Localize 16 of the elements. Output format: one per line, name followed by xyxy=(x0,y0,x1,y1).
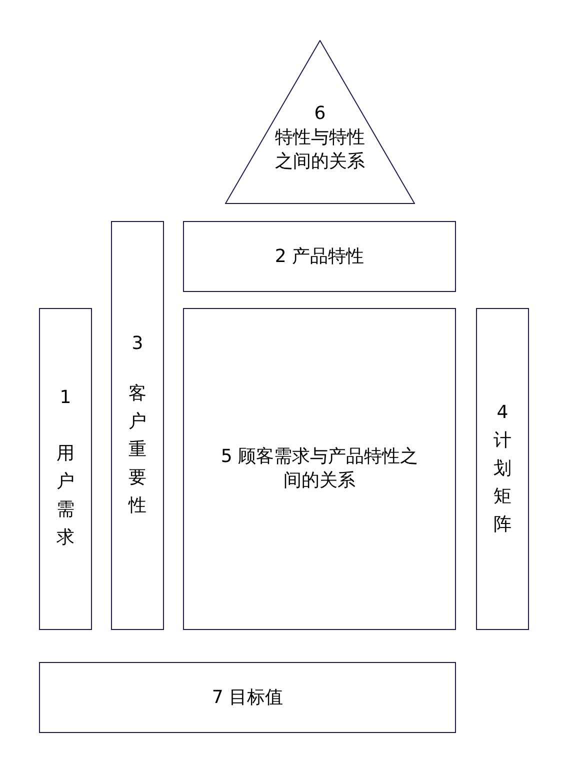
node-label: 6 xyxy=(313,102,327,126)
node-label: 用户需求 xyxy=(56,442,76,550)
block-box xyxy=(111,221,164,630)
node-label: 1 xyxy=(60,386,72,410)
node-label: 7 目标值 xyxy=(212,686,284,710)
node-label: 客户重要性 xyxy=(128,382,148,518)
node-label: 2 产品特性 xyxy=(274,244,364,268)
block-box xyxy=(39,308,92,630)
block-box xyxy=(39,662,456,733)
block-box xyxy=(183,221,456,292)
block-box xyxy=(476,308,529,630)
node-label: 4 计划矩阵 xyxy=(492,401,512,537)
node-label: 特性与特性之间的关系 xyxy=(274,126,366,174)
node-label: 5 顾客需求与产品特性之间的关系 xyxy=(220,445,420,493)
block-box xyxy=(183,308,456,630)
node-label: 3 xyxy=(132,332,144,356)
